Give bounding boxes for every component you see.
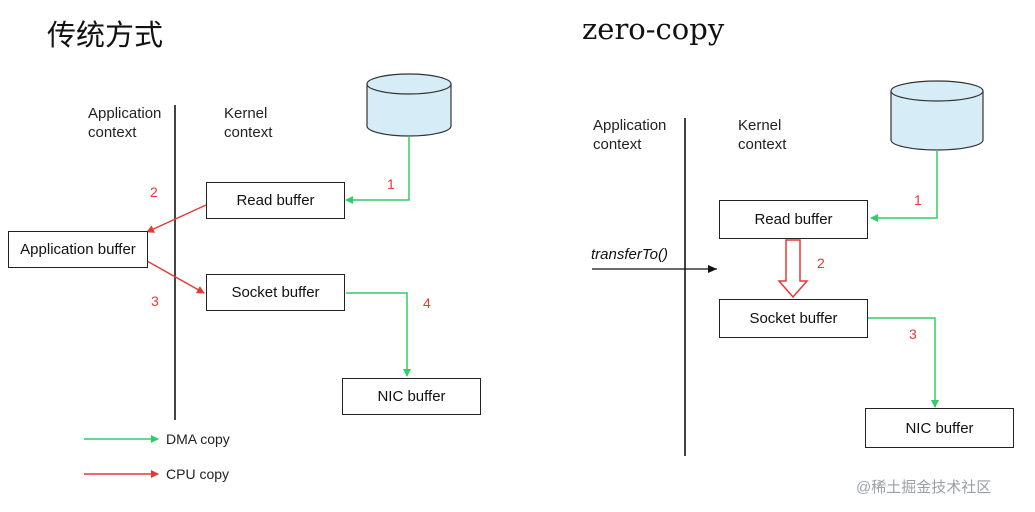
cpu-hollow-arrow-2-right bbox=[777, 239, 809, 299]
left-step-3: 3 bbox=[151, 293, 159, 309]
right-title: zero-copy bbox=[582, 12, 725, 46]
left-nic-buffer-box: NIC buffer bbox=[342, 378, 481, 415]
transferto-label: transferTo() bbox=[591, 246, 668, 263]
left-app-context-label: Application context bbox=[88, 105, 162, 141]
cpu-arrow-2-left bbox=[146, 204, 207, 233]
legend-dma-label: DMA copy bbox=[166, 431, 230, 447]
legend-cpu-label: CPU copy bbox=[166, 466, 230, 482]
left-kernel-context-label: Kernel context bbox=[224, 105, 273, 141]
left-step-4: 4 bbox=[423, 295, 431, 311]
right-read-buffer-box: Read buffer bbox=[719, 200, 868, 239]
dma-arrow-1-right bbox=[870, 150, 938, 222]
left-title: 传统方式 bbox=[47, 18, 164, 52]
right-step-1: 1 bbox=[914, 192, 922, 208]
left-application-buffer-box: Application buffer bbox=[8, 231, 148, 268]
left-step-1: 1 bbox=[387, 176, 395, 192]
disk-icon-left bbox=[366, 73, 452, 137]
dma-arrow-4-left bbox=[346, 292, 411, 377]
cpu-arrow-3-left bbox=[146, 260, 205, 294]
right-kernel-context-label: Kernel context bbox=[738, 117, 787, 153]
right-step-3: 3 bbox=[909, 326, 917, 342]
watermark-text: @稀土掘金技术社区 bbox=[856, 479, 992, 496]
dma-arrow-1-left bbox=[345, 136, 410, 204]
right-nic-buffer-box: NIC buffer bbox=[865, 408, 1014, 448]
right-step-2: 2 bbox=[817, 255, 825, 271]
left-socket-buffer-box: Socket buffer bbox=[206, 274, 345, 311]
disk-icon-right bbox=[890, 80, 984, 151]
left-step-2: 2 bbox=[150, 184, 158, 200]
left-read-buffer-box: Read buffer bbox=[206, 182, 345, 219]
right-app-context-label: Application context bbox=[593, 117, 667, 153]
right-socket-buffer-box: Socket buffer bbox=[719, 299, 868, 338]
dma-arrow-3-right bbox=[868, 317, 939, 408]
